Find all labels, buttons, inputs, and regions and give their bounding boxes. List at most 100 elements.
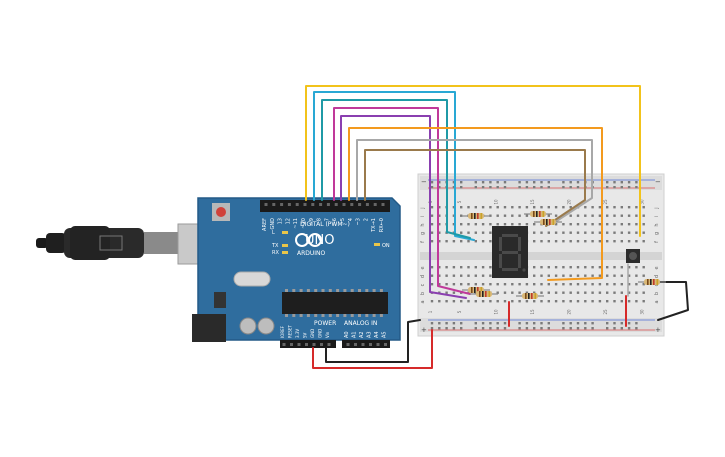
breadboard-hole	[430, 300, 434, 303]
digital-pin[interactable]	[311, 203, 315, 206]
led-tx	[282, 244, 288, 247]
wire-magenta	[333, 107, 471, 295]
rail-minus-top-right: −	[655, 178, 661, 186]
wire-black-rail	[657, 281, 689, 321]
breadboard-hole	[547, 300, 550, 303]
chip-pin	[285, 289, 288, 292]
breadboard-hole	[584, 240, 587, 243]
rail-hole	[503, 181, 507, 184]
breadboard-hole	[474, 206, 477, 209]
digital-pin[interactable]	[358, 203, 362, 206]
breadboard-hole	[467, 240, 470, 243]
digital-pin[interactable]	[319, 203, 323, 206]
microcontroller-chip	[282, 292, 388, 314]
chip-pin	[321, 289, 325, 292]
push-button-icon[interactable]	[626, 249, 640, 263]
power-pin[interactable]	[327, 343, 331, 346]
digital-pin[interactable]	[350, 203, 354, 206]
chip-pin	[350, 289, 354, 292]
digital-pin[interactable]	[287, 203, 291, 206]
analog-pin[interactable]	[369, 343, 372, 346]
breadboard-hole	[554, 266, 558, 269]
led-l	[282, 231, 288, 234]
breadboard-hole	[635, 266, 638, 269]
digital-pin[interactable]	[280, 203, 284, 206]
power-pin[interactable]	[312, 343, 316, 346]
breadboard-hole	[445, 266, 448, 269]
reset-button[interactable]	[216, 207, 226, 217]
breadboard-hole	[635, 214, 638, 217]
rail-hole	[503, 186, 507, 189]
breadboard-hole	[635, 231, 638, 234]
row-letter: a	[654, 300, 660, 303]
column-number: 15	[530, 199, 535, 205]
digital-pin[interactable]	[381, 203, 385, 206]
rail-hole	[613, 186, 616, 189]
power-pin[interactable]	[290, 343, 293, 346]
column-number: 20	[567, 199, 572, 205]
breadboard-hole	[438, 223, 441, 226]
rail-hole	[613, 327, 616, 330]
logo-text: ARDUINO	[297, 250, 326, 257]
rail-hole	[489, 186, 492, 189]
digital-pin-label: 7	[324, 218, 330, 221]
analog-pin[interactable]	[376, 343, 380, 346]
chip-pin	[365, 289, 369, 292]
breadboard-hole	[569, 300, 572, 303]
analog-pin[interactable]	[361, 343, 365, 346]
breadboard-hole	[511, 223, 514, 226]
analog-pin[interactable]	[346, 343, 350, 346]
breadboard-hole	[554, 214, 558, 217]
breadboard-hole	[496, 291, 499, 294]
row-letter: f	[420, 241, 426, 243]
rail-hole	[430, 327, 434, 330]
breadboard-hole	[430, 214, 434, 217]
chip-pin	[372, 289, 376, 292]
digital-pin[interactable]	[272, 203, 276, 206]
digital-pin[interactable]	[365, 203, 369, 206]
breadboard-hole	[540, 283, 543, 286]
breadboard-hole	[554, 206, 558, 209]
digital-pin[interactable]	[326, 203, 330, 206]
digital-pin[interactable]	[303, 203, 307, 206]
rail-hole	[438, 181, 441, 184]
power-pin[interactable]	[305, 343, 308, 346]
digital-pin-label: ~5	[340, 218, 346, 225]
power-pin[interactable]	[282, 343, 286, 346]
resistor-icon	[534, 219, 562, 225]
breadboard-hole	[642, 231, 645, 234]
breadboard-hole	[642, 214, 645, 217]
breadboard-hole	[525, 223, 529, 226]
power-pin[interactable]	[320, 343, 323, 346]
rail-hole	[569, 181, 572, 184]
rail-hole	[635, 322, 638, 325]
breadboard-hole	[554, 231, 558, 234]
digital-pin[interactable]	[373, 203, 377, 206]
wire-black-gnd	[325, 319, 421, 363]
rail-hole	[481, 327, 485, 330]
power-pin[interactable]	[297, 343, 301, 346]
analog-pin[interactable]	[354, 343, 357, 346]
breadboard-hole	[452, 214, 456, 217]
digital-pin[interactable]	[295, 203, 299, 206]
breadboard-hole	[481, 231, 485, 234]
breadboard-hole	[606, 231, 609, 234]
rail-hole	[474, 181, 477, 184]
wire-purple	[340, 115, 467, 299]
digital-pin[interactable]	[342, 203, 346, 206]
analog-pin-label: A2	[359, 331, 365, 338]
column-number: 20	[567, 309, 572, 315]
breadboard-hole	[533, 240, 536, 243]
digital-pin[interactable]	[334, 203, 338, 206]
digital-pin-label: ~11	[293, 218, 299, 229]
breadboard-hole	[569, 223, 572, 226]
breadboard-hole	[445, 291, 448, 294]
breadboard-hole	[518, 206, 521, 209]
breadboard-hole	[533, 223, 536, 226]
digital-pin[interactable]	[264, 203, 268, 206]
breadboard-hole	[562, 291, 565, 294]
analog-pin[interactable]	[384, 343, 387, 346]
analog-pin-label: A0	[344, 331, 350, 338]
breadboard-hole	[620, 274, 623, 277]
